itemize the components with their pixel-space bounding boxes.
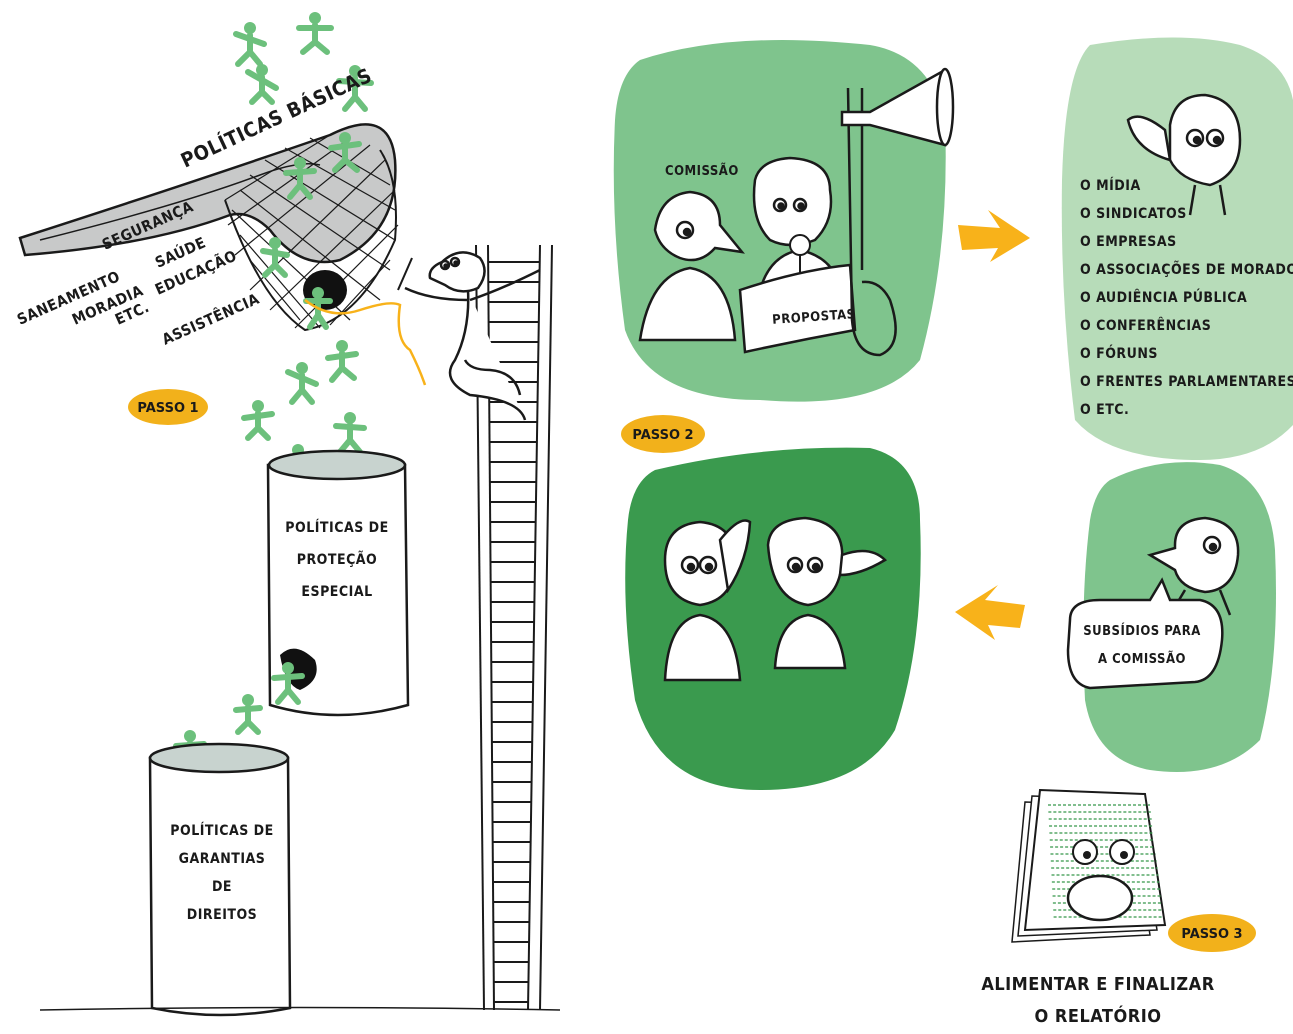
channel-item: O CONFERÊNCIAS xyxy=(1080,317,1211,334)
flying-figures-top xyxy=(233,12,374,112)
cylinder-garantias-line-2: GARANTIAS xyxy=(179,851,266,867)
cylinder-garantias-direitos: POLÍTICAS DE GARANTIAS DE DIREITOS xyxy=(148,742,292,1017)
ground-line xyxy=(39,1006,561,1011)
svg-text:SUBSÍDIOS PARA: SUBSÍDIOS PARA xyxy=(1083,623,1201,639)
listener-person-2 xyxy=(766,516,888,670)
passo-3-badge: PASSO 3 xyxy=(1168,914,1256,952)
sewing-thread xyxy=(304,299,427,386)
commission-label: COMISSÃO xyxy=(665,163,739,179)
cylinder-garantias-line-1: POLÍTICAS DE xyxy=(170,822,273,839)
channel-item: O ETC. xyxy=(1080,402,1129,418)
listener-person-1 xyxy=(663,519,752,682)
cylinder-protecao-especial: POLÍTICAS DE PROTEÇÃO ESPECIAL xyxy=(266,449,410,717)
commission-person-1 xyxy=(638,190,746,342)
report-caption-line-2: O RELATÓRIO xyxy=(1035,1005,1162,1027)
report-document-icon xyxy=(1011,788,1167,943)
channel-item: O ASSOCIAÇÕES DE MORADORES xyxy=(1080,260,1293,278)
svg-text:PASSO 2: PASSO 2 xyxy=(632,428,693,443)
arrow-right xyxy=(958,210,1030,262)
arrow-left xyxy=(955,585,1025,640)
cylinder-protecao-line-2: PROTEÇÃO xyxy=(297,551,378,568)
cylinder-garantias-line-3: DE xyxy=(212,879,232,895)
megaphone-icon xyxy=(840,67,955,357)
svg-text:PASSO 3: PASSO 3 xyxy=(1181,927,1242,942)
microphone-icon xyxy=(789,234,811,275)
listeners-blob xyxy=(625,447,921,790)
cylinder-protecao-line-1: POLÍTICAS DE xyxy=(285,519,388,536)
cylinder-protecao-line-3: ESPECIAL xyxy=(301,584,372,600)
policy-assistencia: ASSISTÊNCIA xyxy=(159,289,262,349)
needle-icon xyxy=(397,257,413,291)
cylinder-garantias-line-4: DIREITOS xyxy=(187,907,258,923)
svg-text:PASSO 1: PASSO 1 xyxy=(137,401,198,416)
figures-in-net xyxy=(260,132,362,278)
channel-item: O FÓRUNS xyxy=(1080,344,1158,362)
climber-figure xyxy=(404,251,541,421)
basic-policies-labels: SEGURANÇA SANEAMENTO SAÚDE MORADIA EDUCA… xyxy=(14,197,262,348)
speech-bubble: SUBSÍDIOS PARA A COMISSÃO xyxy=(1066,577,1224,690)
svg-text:A COMISSÃO: A COMISSÃO xyxy=(1098,651,1186,667)
passo-1-badge: PASSO 1 xyxy=(128,389,208,425)
svg-text:PROPOSTAS: PROPOSTAS xyxy=(772,307,856,328)
channel-item: O SINDICATOS xyxy=(1080,206,1187,222)
channels-list: O MÍDIA O SINDICATOS O EMPRESAS O ASSOCI… xyxy=(1080,177,1293,418)
proposals-paper: PROPOSTAS xyxy=(738,263,857,354)
listening-person xyxy=(1126,93,1242,216)
channel-item: O FRENTES PARLAMENTARES xyxy=(1080,374,1293,390)
channel-item: O AUDIÊNCIA PÚBLICA xyxy=(1080,288,1247,306)
channel-item: O MÍDIA xyxy=(1080,177,1141,194)
channel-item: O EMPRESAS xyxy=(1080,234,1177,250)
report-caption-line-1: ALIMENTAR E FINALIZAR xyxy=(981,974,1214,995)
passo-2-badge: PASSO 2 xyxy=(621,415,705,453)
ladder-rungs xyxy=(488,261,540,1003)
